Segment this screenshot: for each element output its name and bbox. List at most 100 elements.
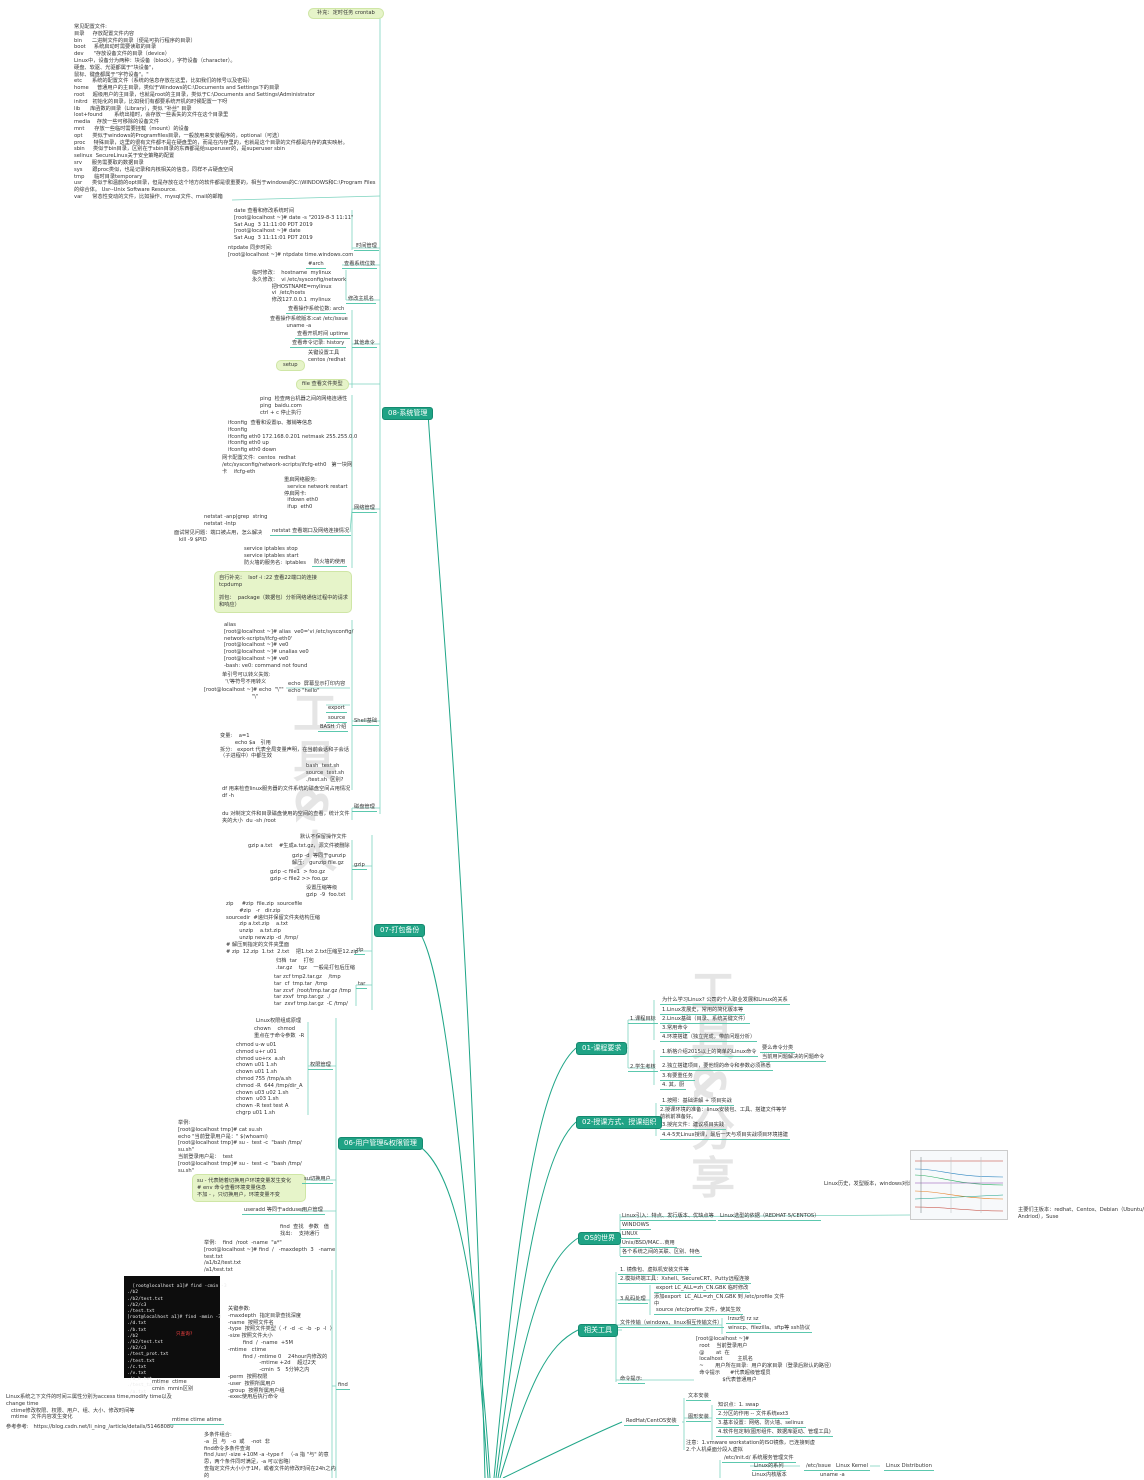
history-node[interactable]: 查看命令记录: history xyxy=(290,340,347,348)
uname-node[interactable]: uname -a xyxy=(820,1472,845,1478)
permission-management-node[interactable]: 权限管理 xyxy=(308,1062,333,1070)
goal-item-2[interactable]: 1.Linux发展史，常用的简化版本等 xyxy=(660,1007,746,1015)
course-goal-node[interactable]: 1.课程目标 xyxy=(628,1016,658,1024)
useradd-node[interactable]: useradd 等同于adduser xyxy=(242,1207,306,1215)
user-management-node[interactable]: 用户管理 xyxy=(300,1207,325,1215)
branch-packaging-backup[interactable]: 07-打包备份 xyxy=(374,924,426,937)
tar-node[interactable]: tar xyxy=(356,981,368,989)
learn-item-2[interactable]: 2.独立搭建项目，要他规的命令和参数必须熟悉 xyxy=(660,1063,773,1071)
teach-item-2[interactable]: 2.授课环境的准备：linux安装包、工具、搭建文件等学 前就前准备好。 xyxy=(660,1107,787,1120)
linux-distribution-node[interactable]: Linux Distribution xyxy=(884,1463,934,1471)
ping-notes: ping 检查两台机器之间的网络连通性 ping baidu.com ctrl … xyxy=(260,396,348,416)
branch-user-permission[interactable]: 06-用户管理&权限管理 xyxy=(338,1137,423,1150)
linux-intro-node[interactable]: Linux引入：特点、发行版本、优缺点等 xyxy=(620,1213,716,1221)
linux-kernel-version-node[interactable]: Linux内核版本 xyxy=(752,1472,787,1478)
branch-system-management[interactable]: 08-系统管理 xyxy=(382,407,434,420)
linux-selection-node[interactable]: Linux选型的依据（REDHAT 5/CENTOS） xyxy=(718,1213,822,1221)
echo-node[interactable]: echo 屏幕显示打印内容 echo "hello" xyxy=(288,681,346,694)
branch-os-world[interactable]: OS的世界 xyxy=(578,1232,621,1245)
command-prompt-node[interactable]: 命令提示: xyxy=(618,1376,645,1384)
install-node[interactable]: RedHat/CentOS安装 xyxy=(624,1418,679,1426)
learn-item-1[interactable]: 1.新格介绍2015以上的简单的Linux命令 xyxy=(660,1049,759,1057)
learn-item-3[interactable]: 3.有要重任务 xyxy=(660,1073,695,1081)
shell-basics-node[interactable]: Shell基础 xyxy=(352,718,380,726)
graphic-install-node[interactable]: 图形安装 xyxy=(686,1414,711,1422)
os-unix-node[interactable]: Unix/BSD/MAC...商用 xyxy=(620,1240,677,1248)
goal-item-5[interactable]: 4.环境搭建（独立完成，带前问题分析） xyxy=(660,1034,758,1042)
du-notes: du 对制定文件和目录磁盘使用的空间的查看，统计文件 夹的大小 du -sh /… xyxy=(222,811,350,824)
setup-node[interactable]: setup xyxy=(276,360,305,371)
linux-distributions: 主要们主板本：redhat、Centos、Debian（Ubuntu/ Andr… xyxy=(1018,1207,1144,1220)
learning-goal-node[interactable]: 2.学生考核 xyxy=(628,1064,658,1072)
install-knowledge-3[interactable]: 3.基本设置：网络、防火墙、selinux xyxy=(716,1420,806,1428)
uptime-node[interactable]: 查看开机时间 uptime xyxy=(295,331,351,339)
linux-history-node[interactable]: Linux历史，发型版本，windows对比 xyxy=(824,1181,913,1187)
branch-teaching-method[interactable]: 02-授课方式、授课组织 xyxy=(576,1116,663,1129)
learn-item-1b[interactable]: 当前用问题解决的问题命令 xyxy=(760,1054,827,1062)
learn-item-1a[interactable]: 要么命令分类 xyxy=(760,1045,796,1053)
ifconfig-notes: ifconfig 查看和设置ip、撤销等信息 ifconfig ifconfig… xyxy=(228,420,358,454)
netstat-notes: netstat -anp|grep string netstat -lntp xyxy=(204,514,268,527)
tool-item-2[interactable]: 2.模拟终端工具：Xshell、SecureCRT、Putty远程连接 xyxy=(618,1276,752,1284)
terminal-annotation: 只查询? xyxy=(176,1332,193,1337)
su-env-note[interactable]: su - 代表随着切换用户环境变量发生变化 # env 命令查看环境变量信息 不… xyxy=(192,1174,306,1203)
prompt-explanation: [root@localhost ~]# root 当前登录用户 @ at 在 l… xyxy=(696,1336,835,1383)
file-transfer-node[interactable]: 文件传输（windows、linux相互传输文件） xyxy=(618,1320,725,1328)
check-bits-node[interactable]: 查看系统位数 xyxy=(342,261,378,269)
install-knowledge-4[interactable]: 4.软件包定制(图形组件、数据库驱动、管理工具) xyxy=(716,1429,833,1437)
teach-item-3[interactable]: 3.授完文件：建议项目实践 xyxy=(660,1122,727,1130)
crontab-note[interactable]: 补充：定时任务 crontab xyxy=(308,8,384,19)
network-management-node[interactable]: 网络管理 xyxy=(352,505,377,513)
firewall-node[interactable]: 防火墙的使用 xyxy=(312,559,348,567)
goal-item-3[interactable]: 2.Linux基础（目录、系统关键文件） xyxy=(660,1016,751,1024)
mtime-ctime-atime-node[interactable]: mtime ctime atime xyxy=(170,1417,224,1425)
branch-related-tools[interactable]: 相关工具 xyxy=(578,1324,618,1337)
install-knowledge-1[interactable]: 知识点：1. swap xyxy=(716,1402,761,1410)
supplement-note[interactable]: 自行补充： lsof -i :22 查看22端口的连接 tcpdump 抓包： … xyxy=(214,571,352,613)
file-type-node[interactable]: file 查看文件类型 xyxy=(296,379,349,390)
os-diff-node[interactable]: 各个系统之间的关联、区别、特色 xyxy=(620,1249,702,1257)
text-install-node[interactable]: 文本安装 xyxy=(686,1393,711,1401)
garbled-fix-1[interactable]: export LC_ALL=zh_CN.GBK 临时修改 xyxy=(654,1285,751,1293)
learn-item-4[interactable]: 4. 其，厨 xyxy=(660,1082,687,1090)
find-example: 举例: find /root -name "a*" [root@localhos… xyxy=(204,1240,336,1274)
chown-chmod-notes: chown chmod 重点在于命令参数 -R xyxy=(254,1026,305,1039)
garbled-fix-node[interactable]: 3.乱码处理 xyxy=(618,1296,648,1304)
goal-item-1[interactable]: 为什么学习Linux? 公司的个人职业发展和Linux的关系 xyxy=(660,997,790,1005)
find-node[interactable]: find xyxy=(336,1382,350,1390)
transfer-lrzsz[interactable]: lrzsz包 rz sz xyxy=(726,1316,761,1324)
teach-item-4[interactable]: 4.4-5天Linux授课，最后一天与项目实战项目环境搭建 xyxy=(660,1132,790,1140)
netstat-node[interactable]: netstat 查看端口及网络连接情况 xyxy=(270,528,352,536)
other-commands-node[interactable]: 其他命令 xyxy=(352,340,377,348)
tool-item-1[interactable]: 1. 镜像包、虚拟机安装文件等 xyxy=(618,1267,691,1275)
tar-commands: tar zcf tmp2.tar.gz /tmp tar cf tmp.tar … xyxy=(274,974,351,1008)
install-knowledge-2[interactable]: 2.分区的作用 -- 文件系统ext3 xyxy=(716,1411,791,1419)
date-notes: date 查看和修改系统时间 [root@localhost ~]# date … xyxy=(234,208,354,242)
gzip-level-notes: 设置压缩等级 gzip -9 foo.txt xyxy=(306,885,346,898)
source-node[interactable]: source xyxy=(326,715,348,723)
garbled-fix-2[interactable]: 添加export LC_ALL=zh_CN.GBK 到 /etc/profile… xyxy=(654,1294,785,1307)
etc-issue-node[interactable]: /etc/issue xyxy=(804,1463,833,1471)
os-windows-node[interactable]: WINDOWS xyxy=(620,1222,652,1230)
reference-link[interactable]: 参考参考: https://blog.csdn.net/li_ning_/art… xyxy=(6,1424,174,1430)
garbled-fix-3[interactable]: source /etc/profile 文件，使其生效 xyxy=(654,1307,743,1315)
disk-management-node[interactable]: 磁盘管理 xyxy=(352,804,377,812)
goal-item-4[interactable]: 3.常用命令 xyxy=(660,1025,690,1033)
su-switch-node[interactable]: su切换用户 xyxy=(302,1176,333,1184)
teach-item-1[interactable]: 1.按照：基础讲解 + 项目实战 xyxy=(660,1098,734,1106)
mtime-ctime-notes: mtime ctime cmin mmin区别 xyxy=(152,1379,194,1392)
gzip-node[interactable]: gzip xyxy=(352,862,367,870)
transfer-winscp[interactable]: winscp、filezilla、sftp等 ssh协议 xyxy=(726,1325,812,1333)
change-hostname-node[interactable]: 修改主机名 xyxy=(346,296,376,304)
time-management-node[interactable]: 时间管理 xyxy=(354,243,379,251)
etc-init-node[interactable]: /etc/init.d/ 系统服务管理文件 xyxy=(722,1455,796,1463)
zip-node[interactable]: zip xyxy=(354,947,366,955)
linux-kernel-node[interactable]: Linux Kernel xyxy=(834,1463,870,1471)
linux-series-node[interactable]: Linux的系列 xyxy=(752,1463,786,1471)
arch-cmd[interactable]: #arch xyxy=(306,261,326,269)
branch-course-requirements[interactable]: 01-课程要求 xyxy=(576,1042,628,1055)
bash-intro-node[interactable]: BASH 介绍 xyxy=(318,724,349,732)
os-arch-node[interactable]: 查看操作系统位数: arch xyxy=(286,306,347,314)
export-node[interactable]: export xyxy=(326,705,347,713)
os-linux-node[interactable]: LINUX xyxy=(620,1231,640,1239)
